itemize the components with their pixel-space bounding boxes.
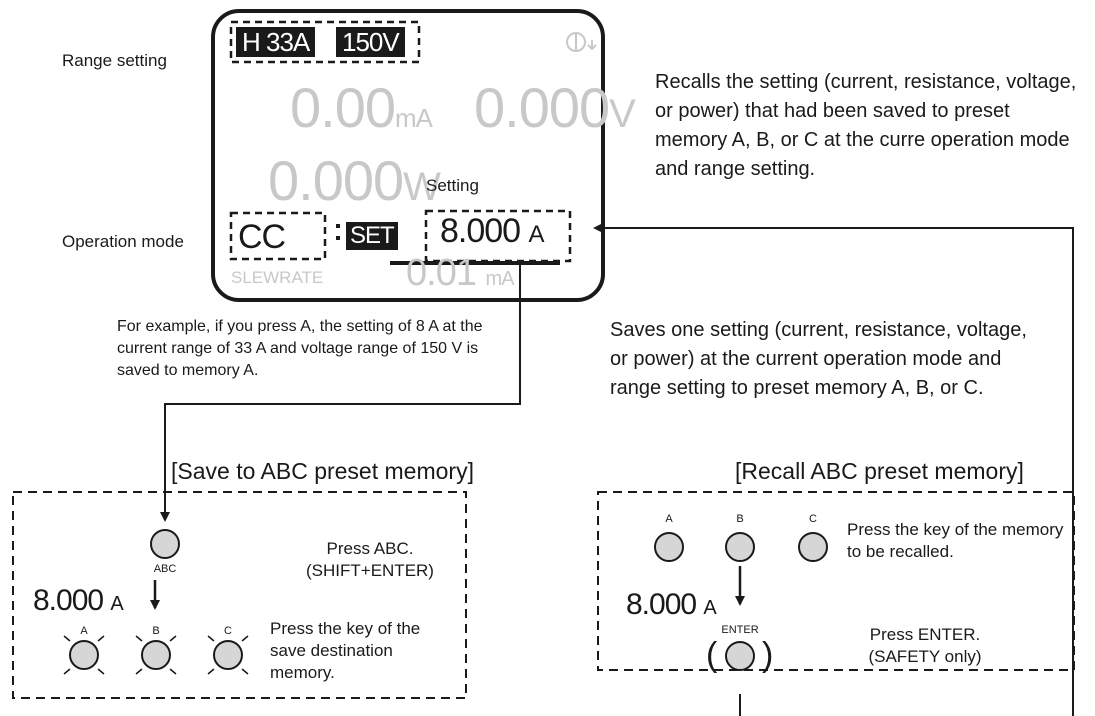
range-current: H 33A: [236, 27, 316, 57]
recall-key-b-label: B: [736, 513, 744, 525]
save-key-b-label: B: [152, 625, 160, 637]
slewrate-label: SLEWRATE: [231, 268, 324, 287]
recall-key-b: [725, 532, 755, 562]
enter-paren-right: ): [762, 636, 774, 674]
save-connector: [160, 265, 521, 522]
example-description: For example, if you press A, the setting…: [117, 318, 483, 379]
save-description: Saves one setting (current, resistance, …: [610, 319, 1027, 399]
save-value: 8.000 A: [33, 584, 124, 617]
slewrate-value: 0.01 mA: [406, 252, 515, 294]
save-key-b: [135, 635, 177, 675]
set-badge: SET: [346, 222, 398, 250]
power-readout: 0.000W: [268, 149, 441, 212]
save-key-c-label: C: [224, 625, 232, 637]
recall-panel-box: [597, 491, 1075, 671]
save-key-a-label: A: [80, 625, 88, 637]
operation-mode-label: Operation mode: [62, 232, 184, 251]
save-key-c: [207, 635, 249, 675]
setting-label: Setting: [426, 176, 479, 195]
recall-connector: [593, 223, 1074, 716]
range-voltage: 150V: [336, 27, 405, 57]
mode-value: CC: [238, 218, 286, 256]
range-setting-label: Range setting: [62, 51, 167, 70]
abc-key-label: ABC: [153, 563, 177, 575]
recall-value: 8.000 A: [626, 588, 717, 621]
recall-key-c-label: C: [809, 513, 817, 525]
save-panel-box: [12, 491, 467, 699]
set-value: 8.000 A: [440, 212, 545, 250]
lcd-frame: [211, 9, 605, 302]
mode-dashed-box: [229, 211, 327, 261]
current-readout: 0.00mA: [290, 76, 433, 139]
enter-key-label: ENTER: [721, 624, 759, 636]
save-step1: Press ABC. (SHIFT+ENTER): [306, 539, 434, 580]
voltage-readout: 0.000V: [474, 76, 636, 139]
save-key-a: [63, 635, 105, 675]
recall-panel-title: [Recall ABC preset memory]: [735, 458, 1024, 484]
recall-description: Recalls the setting (current, resistance…: [655, 71, 1077, 180]
range-dashed-box: [229, 20, 421, 64]
recall-key-a-label: A: [665, 513, 673, 525]
recall-key-a: [654, 532, 684, 562]
recall-step1: Press the key of the memory to be recall…: [847, 520, 1064, 561]
enter-paren-left: (: [706, 636, 718, 674]
recall-step2: Press ENTER. (SAFETY only): [868, 625, 982, 666]
save-step2: Press the key of the save destination me…: [270, 619, 421, 682]
recall-key-c: [798, 532, 828, 562]
power-icon: [566, 32, 597, 52]
abc-key: [150, 529, 180, 559]
save-panel-title: [Save to ABC preset memory]: [171, 458, 474, 484]
enter-key: [725, 641, 755, 671]
